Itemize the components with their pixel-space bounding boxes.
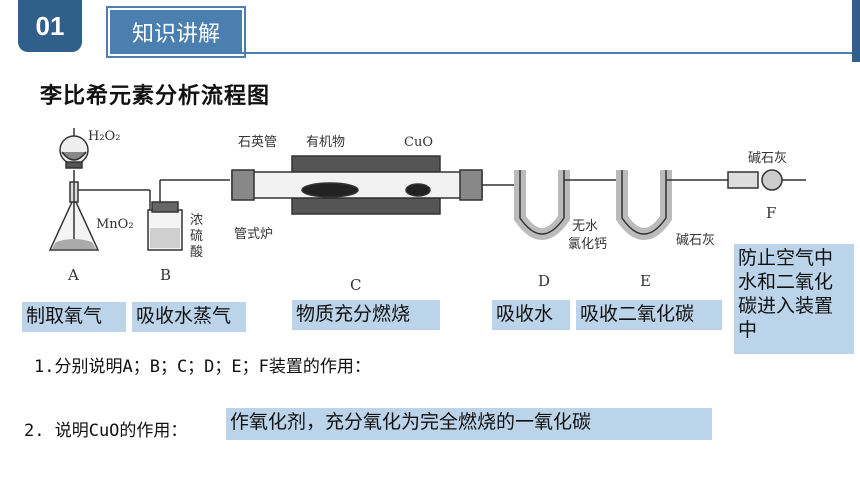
question-2: 2. 说明CuO的作用： <box>24 421 188 441</box>
label-cacl2-1: 无水 <box>572 219 598 234</box>
label-cuo: CuO <box>404 135 433 150</box>
letter-c: C <box>350 276 361 294</box>
header-bar: 01 知识讲解 <box>0 0 860 62</box>
label-acid-2: 硫 <box>190 229 203 244</box>
section-title: 知识讲解 <box>108 8 244 56</box>
header-divider <box>240 52 860 54</box>
answer-a: 制取氧气 <box>22 302 126 332</box>
question-1: 1.分别说明A；B；C；D；E；F装置的作用： <box>34 357 371 377</box>
label-furnace: 管式炉 <box>234 227 273 242</box>
answer-f: 防止空气中水和二氧化碳进入装置中 <box>734 244 854 354</box>
apparatus-diagram: H₂O₂ MnO₂ 浓 硫 酸 石英管 有机物 CuO 管式炉 无水 氯化钙 碱… <box>48 128 806 294</box>
apparatus-b <box>147 179 230 251</box>
label-quartz: 石英管 <box>238 135 277 150</box>
label-h2o2: H₂O₂ <box>88 129 120 144</box>
label-soda-lime-f: 碱石灰 <box>748 151 787 166</box>
letter-e: E <box>640 272 651 290</box>
header-edge <box>852 0 860 62</box>
answer-c: 物质充分燃烧 <box>292 300 440 330</box>
label-organic: 有机物 <box>306 135 345 150</box>
answer-e: 吸收二氧化碳 <box>576 300 722 330</box>
apparatus-d <box>514 170 622 240</box>
label-acid-1: 浓 <box>190 213 203 228</box>
apparatus-a <box>48 128 151 251</box>
apparatus-c <box>231 155 520 215</box>
label-cacl2-2: 氯化钙 <box>568 237 607 252</box>
label-mno2: MnO₂ <box>96 217 134 232</box>
label-soda-lime-e: 碱石灰 <box>676 233 715 248</box>
letter-a: A <box>67 266 79 284</box>
answer-b: 吸收水蒸气 <box>132 302 246 332</box>
label-acid-3: 酸 <box>190 245 203 260</box>
section-number: 01 <box>18 0 82 52</box>
letter-d: D <box>538 272 550 290</box>
apparatus-f <box>727 169 806 191</box>
apparatus-e <box>616 170 728 240</box>
letter-f: F <box>766 204 776 222</box>
page-title: 李比希元素分析流程图 <box>40 84 271 109</box>
answer-q2: 作氧化剂，充分氧化为完全燃烧的一氧化碳 <box>226 408 712 440</box>
letter-b: B <box>160 266 171 284</box>
answer-d: 吸收水 <box>492 300 570 330</box>
